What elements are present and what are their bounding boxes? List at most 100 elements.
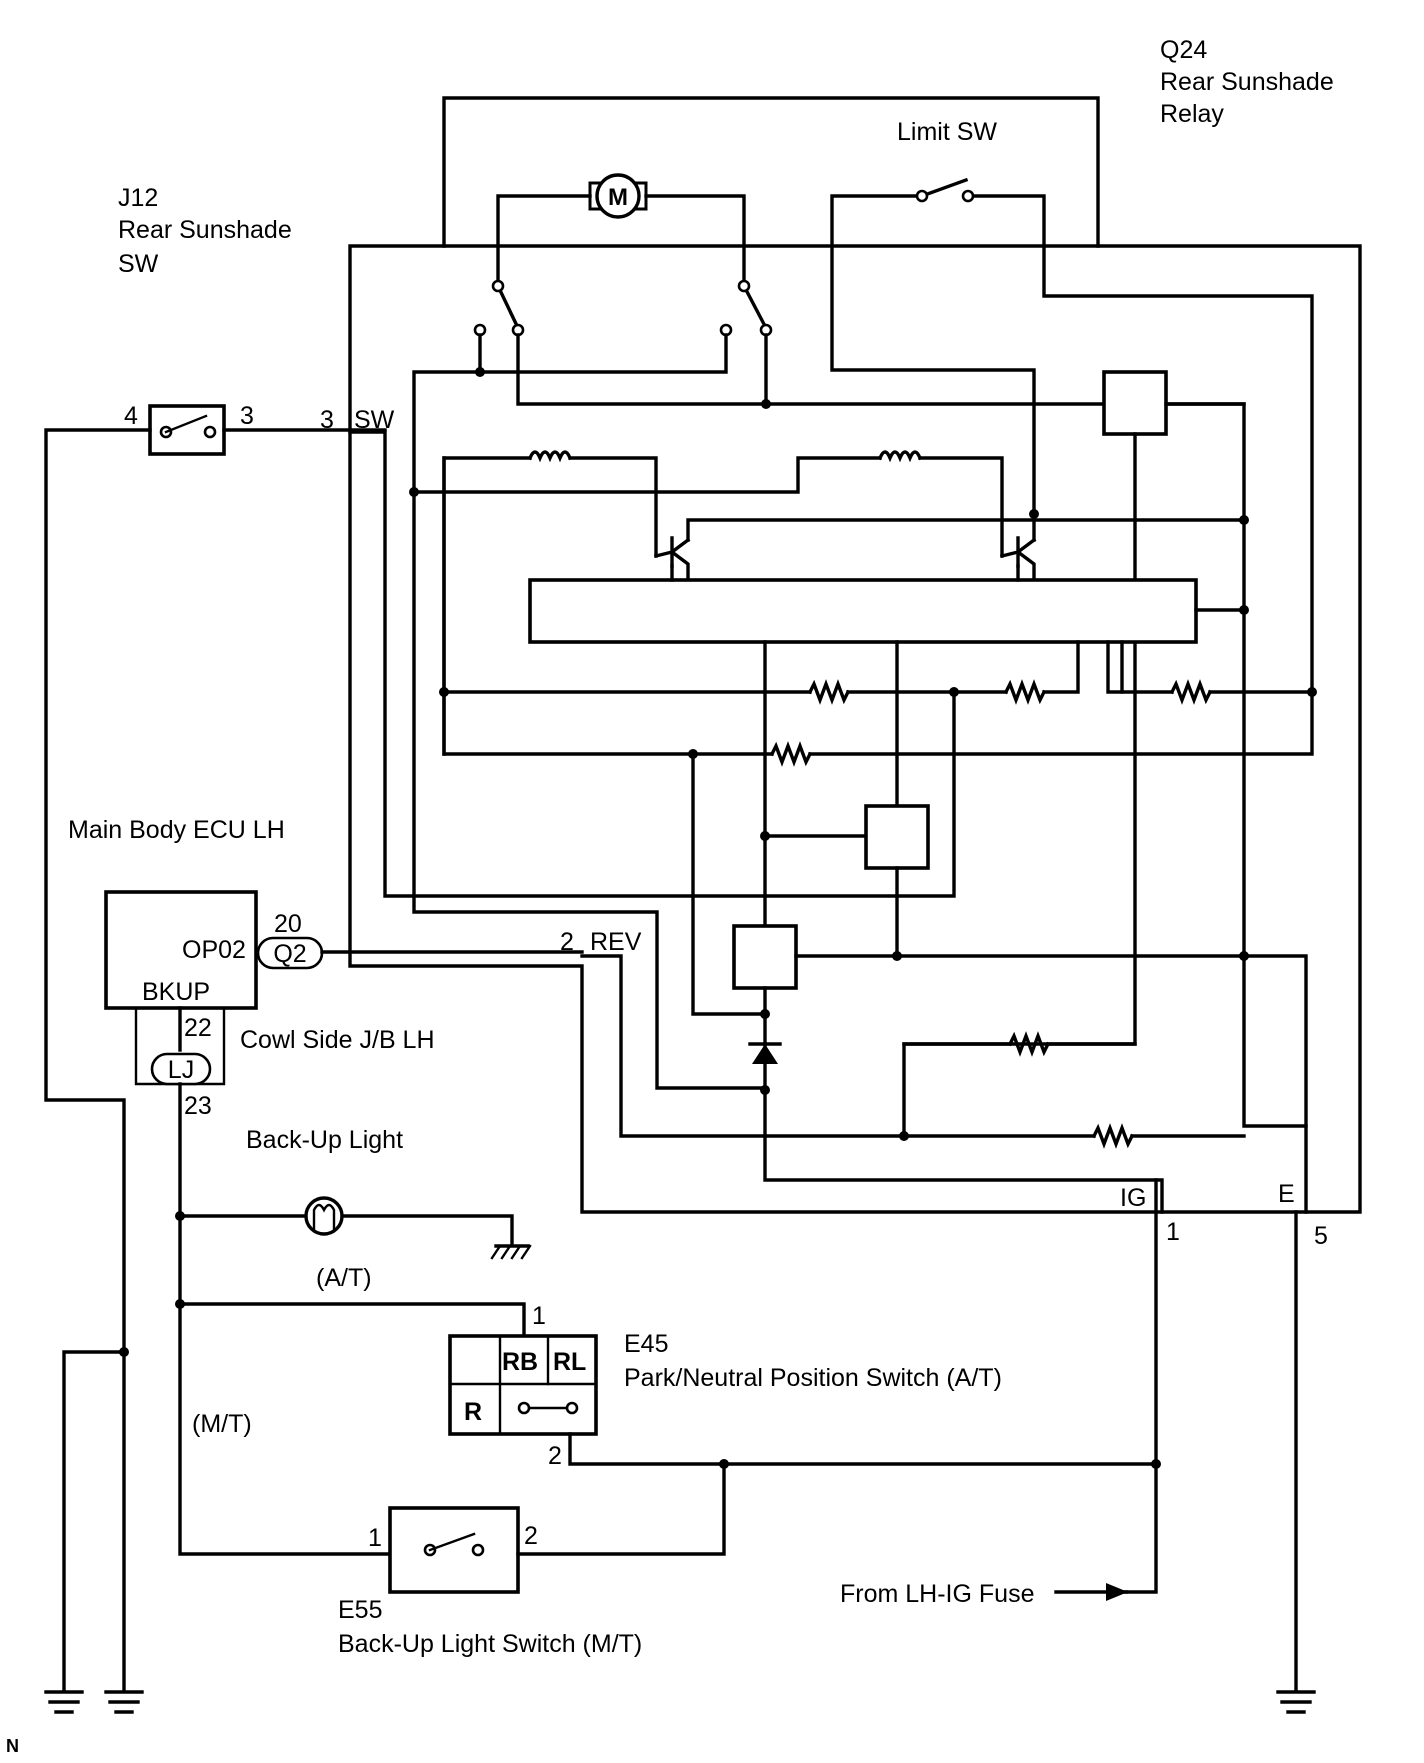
wire-res6	[580, 954, 1246, 1138]
resistor-5-icon	[1007, 1031, 1051, 1057]
mt-label: (M/T)	[192, 1410, 252, 1438]
ground-icon-left	[44, 1690, 84, 1714]
relay-term-e: E	[1278, 1180, 1295, 1208]
relay-name: Rear Sunshade	[1160, 68, 1334, 96]
e55-pin-2: 2	[524, 1522, 538, 1550]
resistor-4-icon	[769, 741, 813, 767]
wire-left-ground	[62, 1350, 126, 1692]
coil-right-wire	[412, 456, 1004, 558]
connector-lj-label: LJ	[168, 1056, 194, 1084]
contact-nc-link	[412, 333, 767, 1090]
relay-term-rev: REV	[590, 928, 642, 956]
ecu-pin-20: 20	[274, 910, 302, 938]
diode-icon	[748, 1042, 782, 1064]
wire-at-branch	[178, 1302, 526, 1338]
backup-light-ground-icon	[490, 1244, 532, 1260]
limit-switch-icon	[830, 177, 1314, 690]
j12-pin-3: 3	[240, 402, 254, 430]
motor-wire-left	[496, 194, 592, 288]
j12-switch-icon	[148, 404, 226, 456]
connector-q2-icon: Q2	[256, 936, 324, 970]
e55-code: E55	[338, 1596, 382, 1624]
from-fuse-label: From LH-IG Fuse	[840, 1580, 1034, 1608]
e45-code: E45	[624, 1330, 668, 1358]
j12-code: J12	[118, 184, 158, 212]
resistor-6-icon	[1091, 1123, 1135, 1149]
e45-contact-icon	[517, 1401, 579, 1415]
j12-name-2: SW	[118, 250, 159, 278]
ecu-name: Main Body ECU LH	[68, 816, 285, 844]
relay-pin-ig: 1	[1166, 1218, 1180, 1246]
coil-right-icon	[877, 450, 923, 463]
wire-row1	[442, 640, 1080, 694]
resistor-2-icon	[1003, 679, 1047, 705]
relay-pin-rev: 2	[560, 928, 574, 956]
wire-jb-down	[178, 1082, 392, 1556]
wire-center-chain	[763, 640, 899, 928]
at-label: (A/T)	[316, 1264, 372, 1292]
resistor-1-icon	[807, 679, 851, 705]
motor-relay-contact-right	[719, 279, 773, 337]
wire-e55-out	[516, 1462, 726, 1556]
e55-name: Back-Up Light Switch (M/T)	[338, 1630, 642, 1658]
backup-light-label: Back-Up Light	[246, 1126, 403, 1154]
j12-name: Rear Sunshade	[118, 216, 292, 244]
ground-icon-mid	[104, 1690, 144, 1714]
e55-pin-1: 1	[368, 1524, 382, 1552]
e45-pin-2: 2	[548, 1442, 562, 1470]
e45-rb: RB	[502, 1348, 538, 1376]
relay-logic-box-low	[732, 924, 798, 990]
motor-wire-right	[644, 194, 746, 288]
jb-name: Cowl Side J/B LH	[240, 1026, 435, 1054]
e55-switch-icon	[388, 1506, 520, 1594]
e45-switch-grid	[448, 1334, 598, 1436]
ecu-bkup: BKUP	[142, 978, 210, 1006]
coil-left-icon	[527, 450, 573, 463]
backup-light-bulb-icon	[304, 1196, 344, 1236]
relay-pin-e: 5	[1314, 1222, 1328, 1250]
motor-relay-contact-left	[473, 279, 525, 337]
relay-junction-dots	[409, 367, 1317, 1141]
ecu-box	[104, 890, 258, 1010]
relay-logic-box-top	[1102, 370, 1168, 436]
corner-mark: N	[6, 1736, 19, 1756]
wire-693	[691, 752, 767, 1016]
connector-q2-label: Q2	[273, 940, 306, 968]
ecu-op02: OP02	[182, 936, 246, 964]
wire-e45-out	[568, 1432, 1158, 1466]
wire-low-box-diode	[763, 986, 1164, 1214]
jb-pin-23: 23	[184, 1092, 212, 1120]
relay-pin-sw: 3	[320, 406, 334, 434]
motor-label: M	[608, 184, 628, 211]
relay-code: Q24	[1160, 36, 1207, 64]
external-junction-dots	[119, 1211, 1161, 1469]
relay-ic-block	[528, 578, 1198, 644]
limit-sw-housing	[442, 96, 1100, 248]
wire-backup-light	[178, 1214, 514, 1246]
e45-rl: RL	[553, 1348, 586, 1376]
wire-transistor-emit	[670, 564, 1020, 582]
e45-name: Park/Neutral Position Switch (A/T)	[624, 1364, 1002, 1392]
relay-outline	[348, 244, 1362, 1214]
motor-icon: M	[588, 173, 648, 219]
limit-sw-label: Limit SW	[897, 118, 997, 146]
wire-branch-954	[348, 430, 956, 898]
relay-name-2: Relay	[1160, 100, 1224, 128]
wire-ig-feed	[1124, 1178, 1158, 1594]
relay-term-ig: IG	[1120, 1184, 1146, 1212]
j12-pin-4: 4	[124, 402, 138, 430]
e45-pin-1: 1	[532, 1302, 546, 1330]
relay-logic-box-mid	[864, 804, 930, 870]
jb-pin-22: 22	[184, 1014, 212, 1042]
resistor-3-icon	[1169, 679, 1213, 705]
wire-low-box-right	[794, 954, 1308, 1214]
wire-top-box-down	[902, 432, 1137, 1138]
wire-row1-right	[442, 456, 1314, 756]
transistor-left-icon	[653, 518, 1246, 580]
ground-icon-right	[1276, 1690, 1316, 1714]
e45-r: R	[464, 1398, 482, 1426]
connector-lj-icon: LJ	[150, 1052, 212, 1086]
fuse-arrow-icon	[1054, 1583, 1128, 1601]
wire-j12-to-ground	[44, 428, 152, 1692]
